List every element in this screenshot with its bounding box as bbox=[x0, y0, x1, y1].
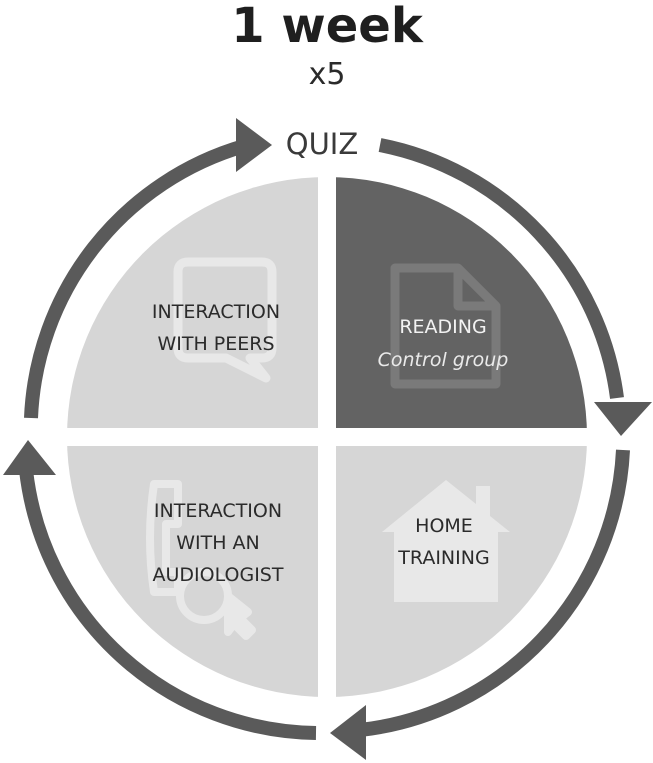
house-icon bbox=[382, 480, 510, 602]
label-bottom-left-line2: WITH AN bbox=[176, 532, 260, 554]
arrowhead-top bbox=[236, 118, 272, 172]
arc-arrow-top-left bbox=[24, 139, 246, 419]
label-top-right-line2: Control group bbox=[378, 349, 509, 371]
label-bottom-left-line1: INTERACTION bbox=[154, 500, 282, 522]
phone-cursor-icon bbox=[146, 480, 256, 640]
quadrant-group bbox=[67, 177, 587, 697]
label-bottom-right-line1: HOME bbox=[415, 515, 473, 537]
arc-arrow-bottom-left bbox=[19, 469, 317, 740]
quadrant-top-left bbox=[67, 177, 318, 428]
arrowhead-right bbox=[594, 402, 652, 436]
arc-arrow-top-right bbox=[378, 138, 624, 399]
quiz-label: QUIZ bbox=[286, 127, 358, 161]
label-bottom-left-line3: AUDIOLOGIST bbox=[153, 564, 284, 586]
label-bottom-right-line2: TRAINING bbox=[397, 547, 489, 569]
title: 1 week bbox=[231, 0, 424, 54]
quadrant-top-right bbox=[336, 177, 587, 428]
label-top-left-line2: WITH PEERS bbox=[157, 333, 274, 355]
arrowhead-left bbox=[3, 440, 56, 475]
document-icon bbox=[390, 263, 501, 389]
label-top-left-line1: INTERACTION bbox=[152, 301, 280, 323]
subtitle: x5 bbox=[309, 57, 346, 92]
label-top-right-line1: READING bbox=[399, 316, 486, 338]
arc-arrow-bottom-right bbox=[359, 449, 630, 737]
chat-bubble-icon bbox=[173, 257, 277, 383]
arrowhead-bottom bbox=[330, 705, 366, 760]
